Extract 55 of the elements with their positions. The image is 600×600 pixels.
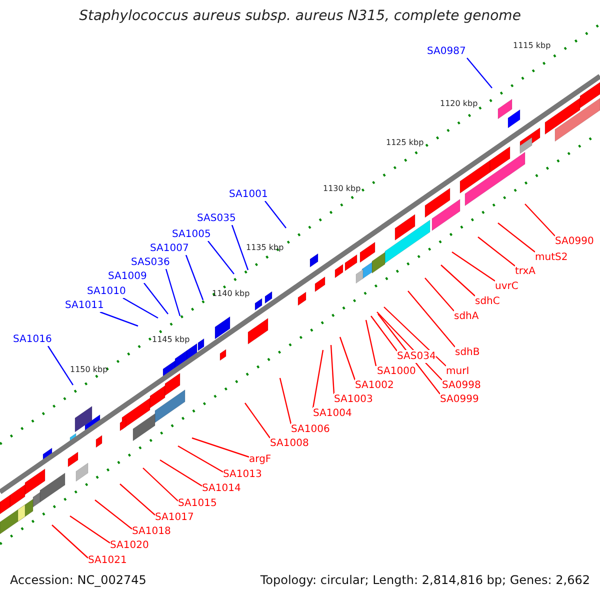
leader-line [120, 484, 156, 516]
leader-line [498, 222, 536, 252]
leader-line [100, 311, 138, 327]
leader-line [48, 346, 74, 386]
gene-label: SA1010 [87, 285, 126, 298]
leader-line [478, 236, 516, 266]
gene-label: SAS034 [397, 350, 436, 363]
leader-line [279, 378, 292, 424]
leader-line [339, 336, 356, 380]
scale-label: 1145 kbp [152, 335, 190, 345]
leader-line [370, 316, 398, 352]
scale-label: 1135 kbp [246, 243, 284, 253]
leader-line [160, 459, 202, 487]
leader-line [165, 268, 181, 316]
leader-line [408, 290, 456, 348]
leader-line [231, 224, 249, 270]
gene-label: SAS036 [131, 256, 170, 269]
gene-label: SA1009 [108, 270, 147, 283]
gene-label: SA1016 [13, 333, 52, 346]
leader-line [452, 252, 496, 282]
leader-line [330, 344, 335, 394]
accession-text: Accession: NC_002745 [10, 574, 146, 587]
leader-line [466, 58, 492, 88]
leader-line [178, 445, 224, 473]
gene-label: SAS035 [197, 212, 236, 225]
leader-line [440, 264, 476, 296]
leader-line [144, 282, 168, 314]
leader-line [94, 500, 132, 530]
leader-line [122, 297, 158, 319]
leader-line [424, 278, 454, 312]
genome-info-text: Topology: circular; Length: 2,814,816 bp; Genes: 2,662 [260, 574, 590, 587]
leader-line [185, 254, 204, 300]
leader-line [264, 200, 286, 228]
gene-label: SA1011 [65, 299, 104, 312]
leader-line [208, 240, 234, 274]
gene-label: SA1005 [172, 228, 211, 241]
scale-label: 1115 kbp [513, 41, 551, 51]
leader-line [52, 524, 88, 558]
scale-label: 1130 kbp [323, 184, 361, 194]
scale-label: 1125 kbp [386, 138, 424, 148]
gene-label: SA1007 [150, 242, 189, 255]
scale-label: 1120 kbp [440, 99, 478, 109]
title: Staphylococcus aureus subsp. aureus N315, complete genome [79, 10, 521, 23]
leader-line [192, 437, 250, 458]
gene-label: argF [249, 453, 272, 466]
leader-line [384, 306, 446, 366]
leader-line [70, 516, 110, 544]
scale-label: 1140 kbp [212, 289, 250, 299]
leader-line [365, 320, 377, 366]
leader-line [312, 350, 324, 408]
scale-label: 1150 kbp [70, 365, 108, 375]
leader-line [524, 204, 556, 236]
gene-label: SA1001 [229, 188, 268, 201]
leader-line [142, 468, 178, 502]
leader-line [244, 402, 270, 438]
